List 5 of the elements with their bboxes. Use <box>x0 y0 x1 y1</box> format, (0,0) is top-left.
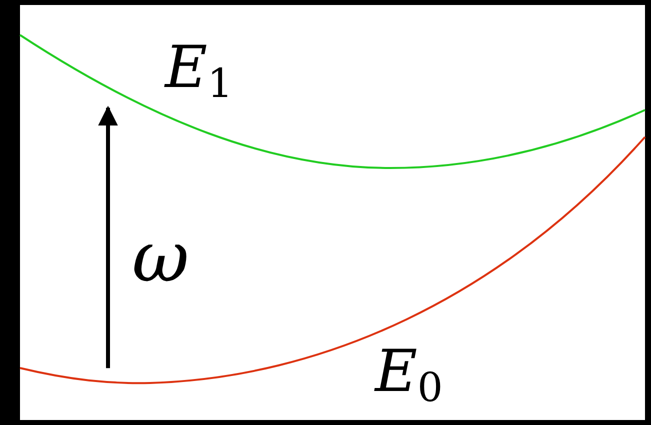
edge-label: ω <box>132 222 190 292</box>
curve-label: E$_{0}$ <box>375 342 443 408</box>
curve-label: E$_{1}$ <box>165 38 233 104</box>
transition-arrow <box>98 106 118 368</box>
energy-curve <box>19 34 646 169</box>
